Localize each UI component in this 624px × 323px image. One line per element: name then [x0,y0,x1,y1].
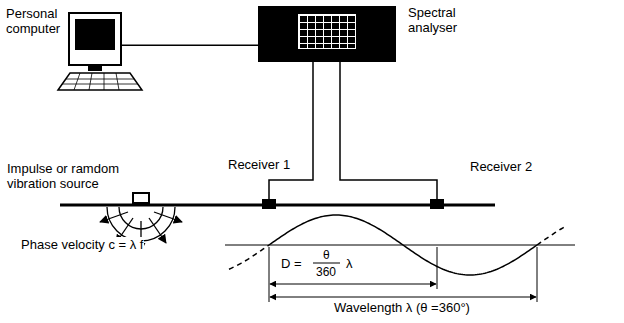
node-label: Personal computer [6,6,70,36]
annotation-label: λ [345,256,354,271]
sine-wave-dashed [537,227,565,245]
annotation-label: 360 [315,265,337,279]
node-label: Spectral analyser [408,5,490,35]
vibration-source: Impulse or ramdom vibration source [132,192,150,204]
sine-wave-dashed [229,245,269,269]
monitor-stand [88,66,102,71]
signal-cable [340,62,437,199]
annotation-label: D = [280,256,303,271]
fraction-bar [313,263,340,264]
display-grid [298,14,356,49]
signal-cable [122,44,258,46]
keyboard-keys [62,73,138,90]
wavelength-arrow [270,297,536,298]
annotation-label: Phase velocity c = λ f [20,237,144,252]
receiver-sensor: Receiver 1 [262,199,276,209]
distance-arrow [270,284,436,285]
monitor-screen [75,19,115,50]
annotation-label: θ [322,248,331,262]
node-label: Impulse or ramdom vibration source [7,161,139,191]
keyboard [58,73,142,90]
annotation-label: Wavelength λ (θ =360°) [333,300,471,315]
node-label: Receiver 1 [228,157,318,172]
receiver-sensor: Receiver 2 [430,199,444,209]
node-label: Receiver 2 [470,159,580,174]
sine-wave [229,215,565,275]
dimension-extension-lines [269,247,537,302]
spectral-analyser: Spectral analyser [258,6,396,62]
wave-axis [225,245,575,246]
computer-monitor: Personal computer [68,12,122,66]
signal-cable [269,62,313,199]
sine-wave-solid [269,215,537,275]
